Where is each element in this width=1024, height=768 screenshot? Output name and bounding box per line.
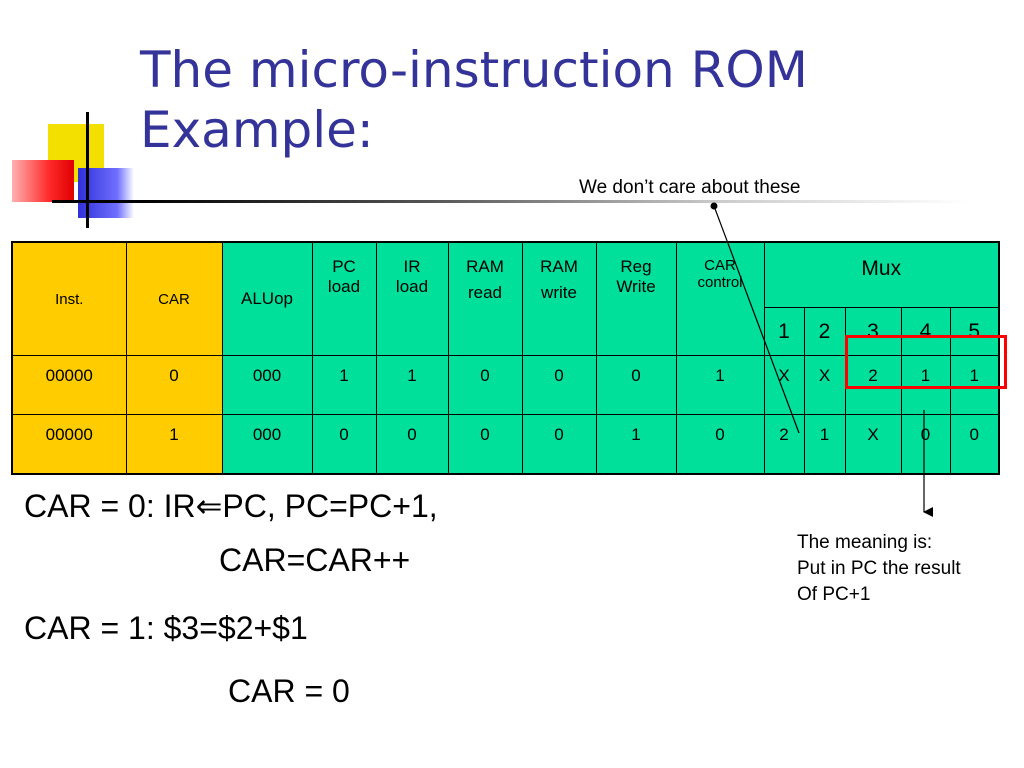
logo-red-square [12,160,74,202]
header-ir-load-line-2: load [395,277,429,296]
header-mux-2: 2 [803,307,846,356]
cell-mux-1: 2 [763,414,805,475]
header-car-control: CAR control [675,241,765,356]
title-underline [140,200,970,203]
cell-pc-load: 1 [311,355,377,415]
cell-mux-3: X [844,414,902,475]
cell-mux-4: 1 [900,355,951,415]
cell-ram-read: 0 [447,414,523,475]
cell-inst: 00000 [11,414,127,475]
slide-title-line-2: Example: [140,101,374,159]
rom-table: Inst. CAR ALUop PC load IR load RAM read… [11,241,1001,475]
logo-vertical-line [86,112,89,228]
cell-ir-load: 0 [375,414,449,475]
cell-car-control: 1 [675,355,765,415]
car0-description-line-1: CAR = 0: IR⇐PC, PC=PC+1, [24,488,438,524]
cell-car-control: 0 [675,414,765,475]
dont-care-annotation: We don’t care about these [579,177,801,198]
cell-car: 0 [125,355,223,415]
header-pc-load: PC load [311,241,377,356]
cell-reg-write: 0 [595,355,677,415]
cell-mux-4: 0 [900,414,951,475]
header-ram-read: RAM read [447,241,523,356]
cell-inst: 00000 [11,355,127,415]
header-ir-load-line-1: IR [403,257,421,276]
cell-mux-3: 2 [844,355,902,415]
corner-logo [0,0,150,240]
header-pc-load-line-2: load [327,277,361,296]
cell-mux-5: 0 [949,414,1000,475]
header-reg-write: Reg Write [595,241,677,356]
header-aluop: ALUop [221,241,313,356]
header-mux-1: 1 [763,307,805,356]
header-ir-load: IR load [375,241,449,356]
cell-aluop: 000 [221,414,313,475]
header-car: CAR [125,241,223,356]
highlight-box [845,335,1007,389]
car0-description-line-2: CAR=CAR++ [219,542,411,578]
header-ram-read-line-1: RAM [466,257,504,276]
header-car-control-line-1: CAR [704,257,736,274]
header-ram-write-line-1: RAM [540,257,578,276]
car1-description-line-2: CAR = 0 [228,673,350,709]
meaning-annotation-line-3: Of PC+1 [797,584,871,605]
table-row: 00000 1 000 0 0 0 0 1 0 2 1 X 0 0 [11,414,1000,475]
header-ram-read-line-2: read [467,283,503,302]
slide-title: The micro-instruction ROM Example: [140,40,808,160]
cell-ir-load: 1 [375,355,449,415]
header-reg-write-line-1: Reg [620,257,652,276]
cell-car: 1 [125,414,223,475]
logo-horizontal-line [52,200,144,203]
cell-mux-2: X [803,355,846,415]
cell-pc-load: 0 [311,414,377,475]
cell-reg-write: 1 [595,414,677,475]
header-ram-write-line-2: write [541,283,577,302]
cell-mux-2: 1 [803,414,846,475]
header-mux-3: 3 [844,307,902,356]
header-pc-load-line-1: PC [332,257,356,276]
header-inst: Inst. [11,241,127,356]
cell-mux-1: X [763,355,805,415]
cell-aluop: 000 [221,355,313,415]
cell-mux-5: 1 [949,355,1000,415]
header-mux-5: 5 [949,307,1000,356]
meaning-annotation-line-1: The meaning is: [797,532,933,553]
cell-ram-read: 0 [447,355,523,415]
cell-ram-write: 0 [521,355,597,415]
header-ram-write: RAM write [521,241,597,356]
meaning-annotation-line-2: Put in PC the result [797,558,961,579]
dont-care-pointer-dot [710,202,718,210]
header-reg-write-line-2: Write [616,277,656,296]
header-car-control-line-2: control [697,274,743,291]
car1-description-line-1: CAR = 1: $3=$2+$1 [24,610,308,646]
meaning-annotation: The meaning is: Put in PC the result Of … [797,530,961,608]
cell-ram-write: 0 [521,414,597,475]
slide-title-line-1: The micro-instruction ROM [140,41,808,99]
header-mux: Mux [763,241,1000,308]
